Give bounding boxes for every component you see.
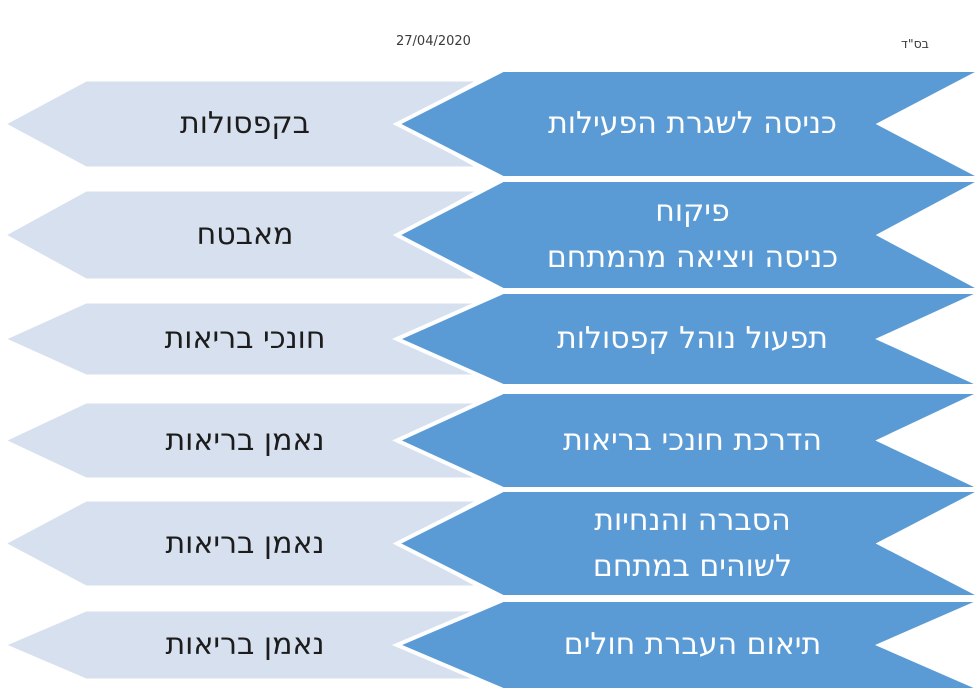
right-arrow-label-line: הדרכת חונכי בריאות — [563, 422, 822, 458]
right-arrow-shape — [392, 180, 977, 290]
right-arrow-shape — [391, 600, 977, 690]
right-arrow-shape — [392, 392, 977, 489]
right-arrow-label: כניסה לשגרת הפעילות — [505, 70, 880, 178]
hebrew-dedication-label: בס"ד — [901, 36, 929, 51]
right-arrow-label-line: כניסה לשגרת הפעילות — [548, 106, 837, 141]
right-arrow-shape — [392, 70, 977, 178]
diagram-row: נאמן בריאות תיאום העברת חולים — [0, 600, 977, 690]
diagram-row: חונכי בריאות תפעול נוהל קפסולות — [0, 292, 977, 386]
row-arrows-canvas — [0, 180, 977, 290]
left-arrow-label: מאבטח — [196, 217, 294, 252]
right-arrow-label-line: הסברה והנחיות — [594, 502, 791, 538]
left-arrow-label: נאמן בריאות — [165, 422, 325, 458]
right-arrow-label: תפעול נוהל קפסולות — [505, 292, 880, 386]
row-arrows-canvas — [0, 292, 977, 386]
left-arrow-label: נאמן בריאות — [165, 525, 325, 561]
right-arrow-label: הסברה והנחיות לשוהים במתחם — [505, 490, 880, 597]
right-arrow-label-line: תפעול נוהל קפסולות — [557, 321, 828, 356]
right-arrow-label-line: פיקוח — [655, 194, 730, 229]
right-arrow-shape — [392, 292, 977, 386]
right-arrow-label-line: לשוהים במתחם — [592, 548, 793, 584]
right-arrow-label-line: כניסה ויציאה מהמתחם — [546, 240, 839, 275]
row-arrows-canvas — [0, 392, 977, 489]
row-arrows-canvas — [0, 70, 977, 178]
right-arrow-label: תיאום העברת חולים — [505, 600, 880, 690]
right-arrow-label: הדרכת חונכי בריאות — [505, 392, 880, 489]
date-label: 27/04/2020 — [396, 34, 471, 49]
diagram-row: בקפסולות כניסה לשגרת הפעילות — [0, 70, 977, 178]
diagram-row: מאבטח פיקוח כניסה ויציאה מהמתחם — [0, 180, 977, 290]
diagram-row: נאמן בריאות הסברה והנחיות לשוהים במתחם — [0, 490, 977, 597]
row-arrows-canvas — [0, 600, 977, 690]
right-arrow-label-line: תיאום העברת חולים — [563, 627, 822, 662]
left-arrow-label: חונכי בריאות — [164, 321, 326, 356]
right-arrow-label: פיקוח כניסה ויציאה מהמתחם — [505, 180, 880, 290]
left-arrow-label: בקפסולות — [180, 106, 310, 141]
row-arrows-canvas — [0, 490, 977, 597]
right-arrow-shape — [392, 490, 977, 597]
left-arrow-label: נאמן בריאות — [165, 627, 325, 662]
diagram-row: נאמן בריאות הדרכת חונכי בריאות — [0, 392, 977, 489]
